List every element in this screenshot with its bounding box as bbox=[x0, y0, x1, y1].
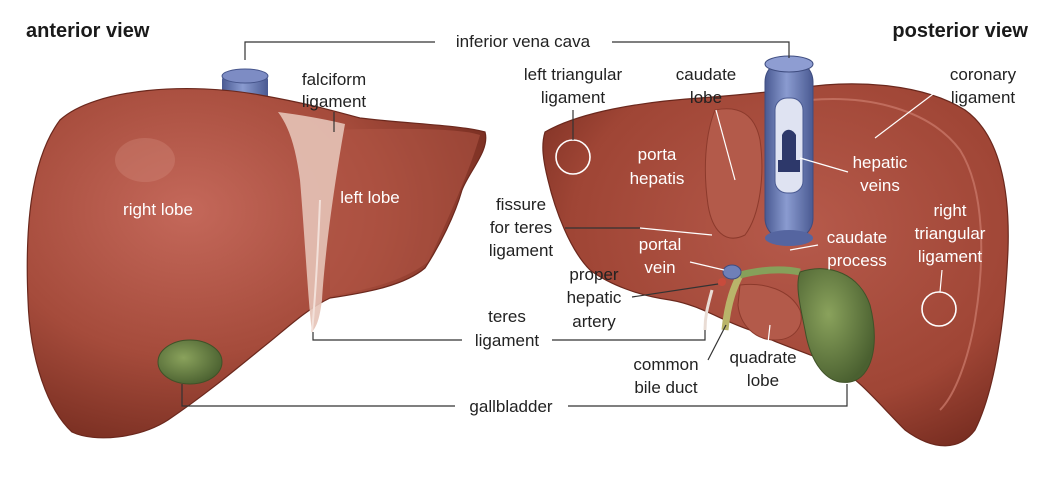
coronary-label-1: coronary bbox=[950, 65, 1017, 84]
common-bile-duct bbox=[721, 273, 744, 331]
caudate-lobe-leader bbox=[715, 109, 736, 181]
fissure-label-2: for teres bbox=[490, 218, 552, 237]
caudate-process-leader bbox=[789, 244, 819, 251]
left-triangular-label-2: ligament bbox=[541, 88, 606, 107]
left-lobe-label: left lobe bbox=[340, 188, 400, 207]
anterior-gallbladder bbox=[157, 339, 223, 385]
portal-vein-leader bbox=[689, 261, 725, 271]
liver-highlight bbox=[115, 138, 175, 182]
proper-hepatic-leader bbox=[631, 283, 719, 298]
caudate-process-label-1: caudate bbox=[827, 228, 888, 247]
right-triangular-ligament-marker bbox=[921, 291, 957, 327]
ivc-leader-right bbox=[612, 41, 790, 58]
right-triangular-label-1: right bbox=[933, 201, 966, 220]
caudate-lobe-label-2: lobe bbox=[690, 88, 722, 107]
right-triangular-label-3: ligament bbox=[918, 247, 983, 266]
right-triangular-leader bbox=[939, 269, 943, 293]
common-bile-leader bbox=[707, 324, 727, 361]
falciform-ligament bbox=[278, 112, 345, 332]
caudate-process-label-2: process bbox=[827, 251, 887, 270]
teres-leader-right bbox=[552, 330, 706, 341]
proper-hepatic-artery bbox=[718, 278, 726, 286]
fissure-label-1: fissure bbox=[496, 195, 546, 214]
posterior-gallbladder bbox=[797, 268, 875, 383]
quadrate-lobe bbox=[737, 283, 802, 341]
cystic-duct bbox=[739, 266, 801, 279]
ivc-leader-left bbox=[244, 41, 435, 60]
porta-hepatis-vessels bbox=[703, 264, 801, 331]
posterior-ivc bbox=[764, 55, 814, 246]
quadrate-label-2: lobe bbox=[747, 371, 779, 390]
coronary-label-2: ligament bbox=[951, 88, 1016, 107]
inferior-vena-cava-label: inferior vena cava bbox=[456, 32, 591, 51]
anterior-view-title: anterior view bbox=[26, 20, 150, 42]
quadrate-label-1: quadrate bbox=[729, 348, 796, 367]
fissure-label-3: ligament bbox=[489, 241, 554, 260]
right-lobe-label: right lobe bbox=[123, 200, 193, 219]
hepatic-veins-leader bbox=[799, 157, 849, 173]
left-triangular-label-1: left triangular bbox=[524, 65, 623, 84]
caudate-lobe-label-1: caudate bbox=[676, 65, 737, 84]
common-bile-label-2: bile duct bbox=[634, 378, 698, 397]
gallbladder-label: gallbladder bbox=[469, 397, 553, 416]
teres-leader-left bbox=[312, 332, 462, 341]
coronary-ligament-outline bbox=[809, 98, 983, 411]
quadrate-leader bbox=[767, 324, 771, 344]
proper-hepatic-label-2: hepatic bbox=[567, 288, 622, 307]
fissure-leader-inner bbox=[639, 227, 713, 236]
proper-hepatic-label-1: proper bbox=[569, 265, 618, 284]
portal-vein bbox=[722, 264, 742, 280]
teres-ligament-posterior bbox=[703, 289, 714, 331]
gallbladder-leader-right bbox=[568, 384, 848, 407]
portal-vein-label-1: portal bbox=[639, 235, 682, 254]
teres-ligament-anterior bbox=[311, 199, 321, 333]
teres-label-1: teres bbox=[488, 307, 526, 326]
porta-hepatis-label-2: hepatis bbox=[630, 169, 685, 188]
portal-vein-label-2: vein bbox=[644, 258, 675, 277]
teres-label-2: ligament bbox=[475, 331, 540, 350]
proper-hepatic-label-3: artery bbox=[572, 312, 616, 331]
gallbladder-leader-left bbox=[181, 384, 455, 407]
posterior-view-title: posterior view bbox=[892, 20, 1028, 42]
coronary-leader bbox=[874, 84, 946, 139]
right-triangular-label-2: triangular bbox=[915, 224, 986, 243]
hepatic-veins-label-1: hepatic bbox=[853, 153, 908, 172]
common-bile-label-1: common bbox=[633, 355, 698, 374]
porta-hepatis-label-1: porta bbox=[638, 145, 677, 164]
left-lobe-shading bbox=[330, 128, 480, 296]
hepatic-veins-label-2: veins bbox=[860, 176, 900, 195]
falciform-label-2: ligament bbox=[302, 92, 367, 111]
falciform-label-1: falciform bbox=[302, 70, 366, 89]
